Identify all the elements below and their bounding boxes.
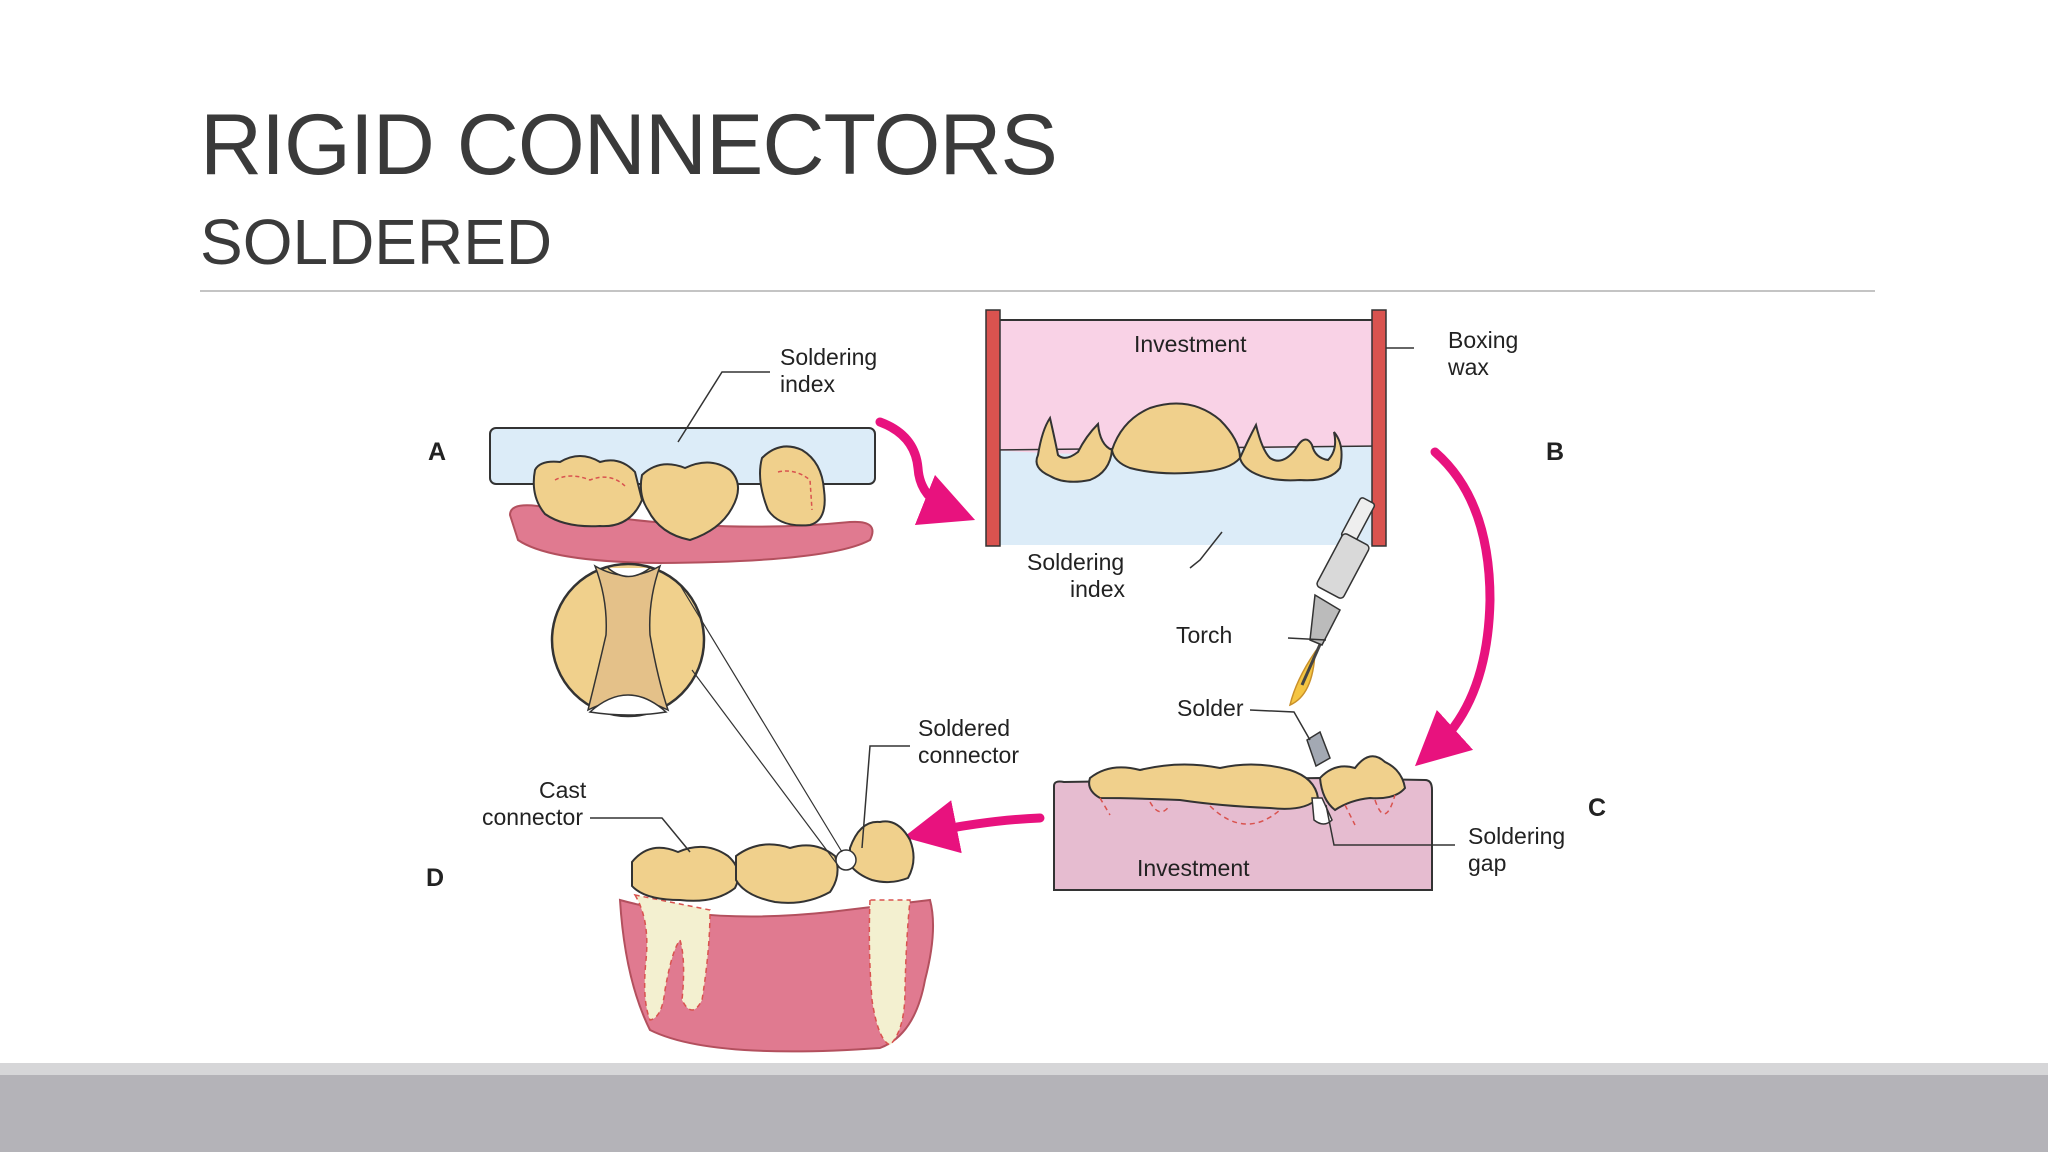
label-investment-b: Investment [1134,331,1247,357]
panel-b-illustration [985,309,1414,569]
tooth-a-middle [639,461,739,542]
label-soldering-gap-line1: Soldering [1468,823,1565,849]
panel-letter-d: D [426,864,444,892]
label-torch: Torch [1176,622,1232,648]
root-d-right [868,899,911,1046]
torch-icon [1288,497,1376,707]
label-investment-c: Investment [1137,855,1250,881]
soldering-gap-c [1311,797,1333,825]
tooth-a-right [759,445,826,527]
panel-letter-a: A [428,438,446,466]
label-boxing-wax-line2: wax [1447,354,1489,380]
title-divider [200,290,1875,292]
label-soldering-gap-line2: gap [1468,850,1506,876]
panel-a-illustration [489,371,876,565]
tooth-d-middle [735,843,839,904]
label-soldering-index-b-line2: index [1070,576,1125,602]
tooth-d-left [631,845,740,902]
label-cast-connector-line1: Cast [539,777,587,803]
slide-subtitle: SOLDERED [200,206,553,278]
label-cast-connector-line2: connector [482,804,583,830]
arrow-b-to-c [1414,447,1495,767]
panel-d-illustration [550,562,935,1053]
panel-c-illustration [1053,497,1455,891]
arrow-a-to-b [875,417,976,526]
label-soldered-connector-line1: Soldered [918,715,1010,741]
label-soldered-connector-line2: connector [918,742,1019,768]
label-soldering-index-a-line2: index [780,371,835,397]
label-soldering-index-b-line1: Soldering [1027,549,1124,575]
tooth-a-left [532,455,644,528]
panel-letter-c: C [1588,794,1606,822]
label-boxing-wax-line1: Boxing [1448,327,1518,353]
slide-title: RIGID CONNECTORS [200,97,1058,193]
soldering-procedure-diagram: A Soldering index Investment Boxing wax … [410,300,1670,1068]
panel-letter-b: B [1546,438,1564,466]
footer-accent-strip [0,1063,2048,1075]
tooth-b-left [1035,415,1114,483]
label-solder: Solder [1177,695,1244,721]
boxing-wax-right [1371,309,1387,547]
solder-block [1306,730,1331,768]
arrow-c-to-d [903,800,1045,854]
soldered-joint-d [835,849,857,871]
tooth-c-right [1318,755,1407,812]
boxing-wax-left [985,309,1001,547]
tooth-b-right [1238,422,1343,482]
slide-footer-bar [0,1075,2048,1152]
tooth-d-right [849,820,915,884]
label-soldering-index-a-line1: Soldering [780,344,877,370]
root-d-left [633,893,711,1021]
